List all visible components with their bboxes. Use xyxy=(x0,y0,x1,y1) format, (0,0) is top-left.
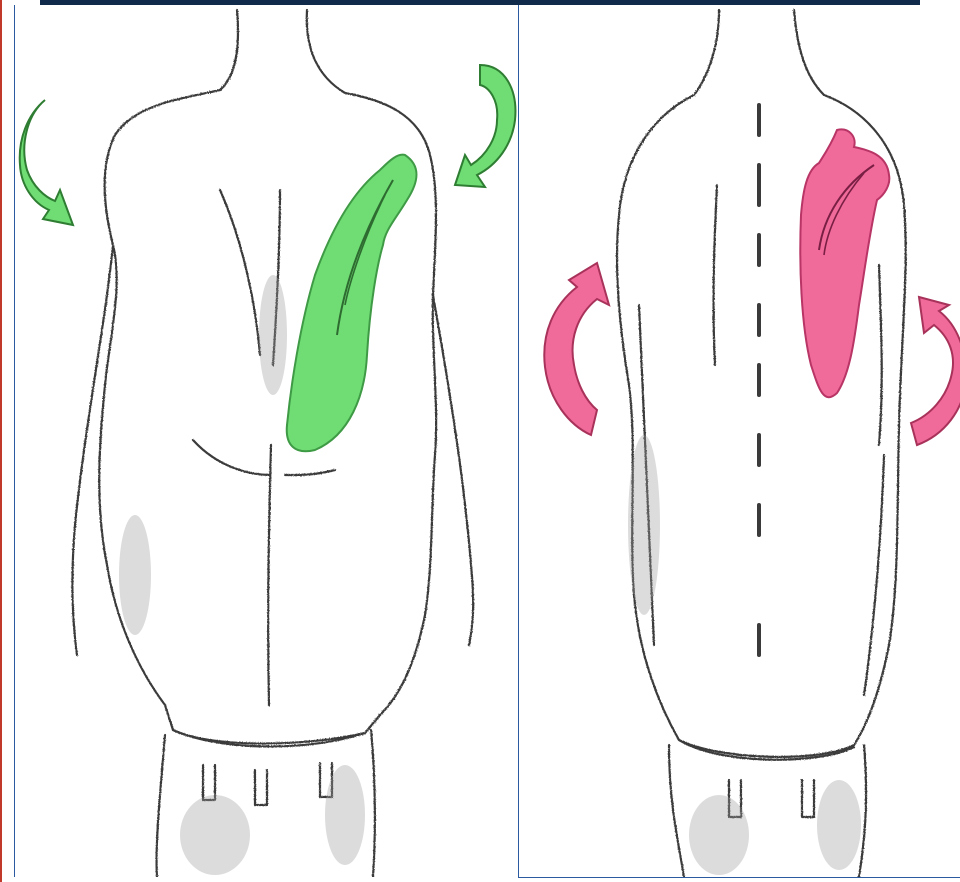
green-lung-shape xyxy=(287,155,417,452)
panel-right-back-view xyxy=(518,5,960,878)
shade-hips-right-2 xyxy=(817,780,861,870)
side-line-right-2 xyxy=(864,455,884,695)
right-arm-line xyxy=(433,295,473,645)
left-arm-line xyxy=(72,245,113,655)
scapula-line-right-2 xyxy=(879,265,882,445)
shade-hips-2 xyxy=(689,795,749,875)
lower-back-curve-right xyxy=(285,470,335,475)
left-back-illustration xyxy=(15,5,519,877)
panel-left-back-view xyxy=(14,5,519,877)
shade-left-flank xyxy=(628,435,660,615)
neck-right-outline xyxy=(307,10,345,93)
belt-loop-2 xyxy=(255,770,267,805)
left-accent-line xyxy=(0,0,2,882)
pink-arrow-right-icon xyxy=(911,297,960,445)
shade-midback xyxy=(259,275,287,395)
spine-line xyxy=(268,445,271,705)
neck-left-outline xyxy=(220,10,238,90)
neck-left-outline-2 xyxy=(694,10,719,95)
trouser-left-line xyxy=(157,735,165,877)
trouser-left-line-2 xyxy=(669,745,684,877)
green-arrow-right-icon xyxy=(455,65,515,187)
shade-hips xyxy=(180,795,250,875)
neck-right-outline-2 xyxy=(794,10,824,95)
belt-loop-1 xyxy=(203,765,215,800)
lower-back-curve-left xyxy=(193,440,270,475)
trouser-right-line xyxy=(371,730,375,877)
trouser-right-line-2 xyxy=(859,745,866,877)
pink-lung-shape xyxy=(800,129,889,397)
scapula-left-line xyxy=(220,190,260,355)
pink-arrow-left-icon xyxy=(544,263,609,435)
scapula-line-left-2 xyxy=(714,185,717,365)
shade-lower-left xyxy=(119,515,151,635)
shade-hips-right xyxy=(325,765,365,865)
green-arrow-left-icon xyxy=(20,100,73,225)
belt-loop-5 xyxy=(802,780,814,817)
right-shading-group xyxy=(628,435,861,875)
right-back-illustration xyxy=(519,5,960,877)
